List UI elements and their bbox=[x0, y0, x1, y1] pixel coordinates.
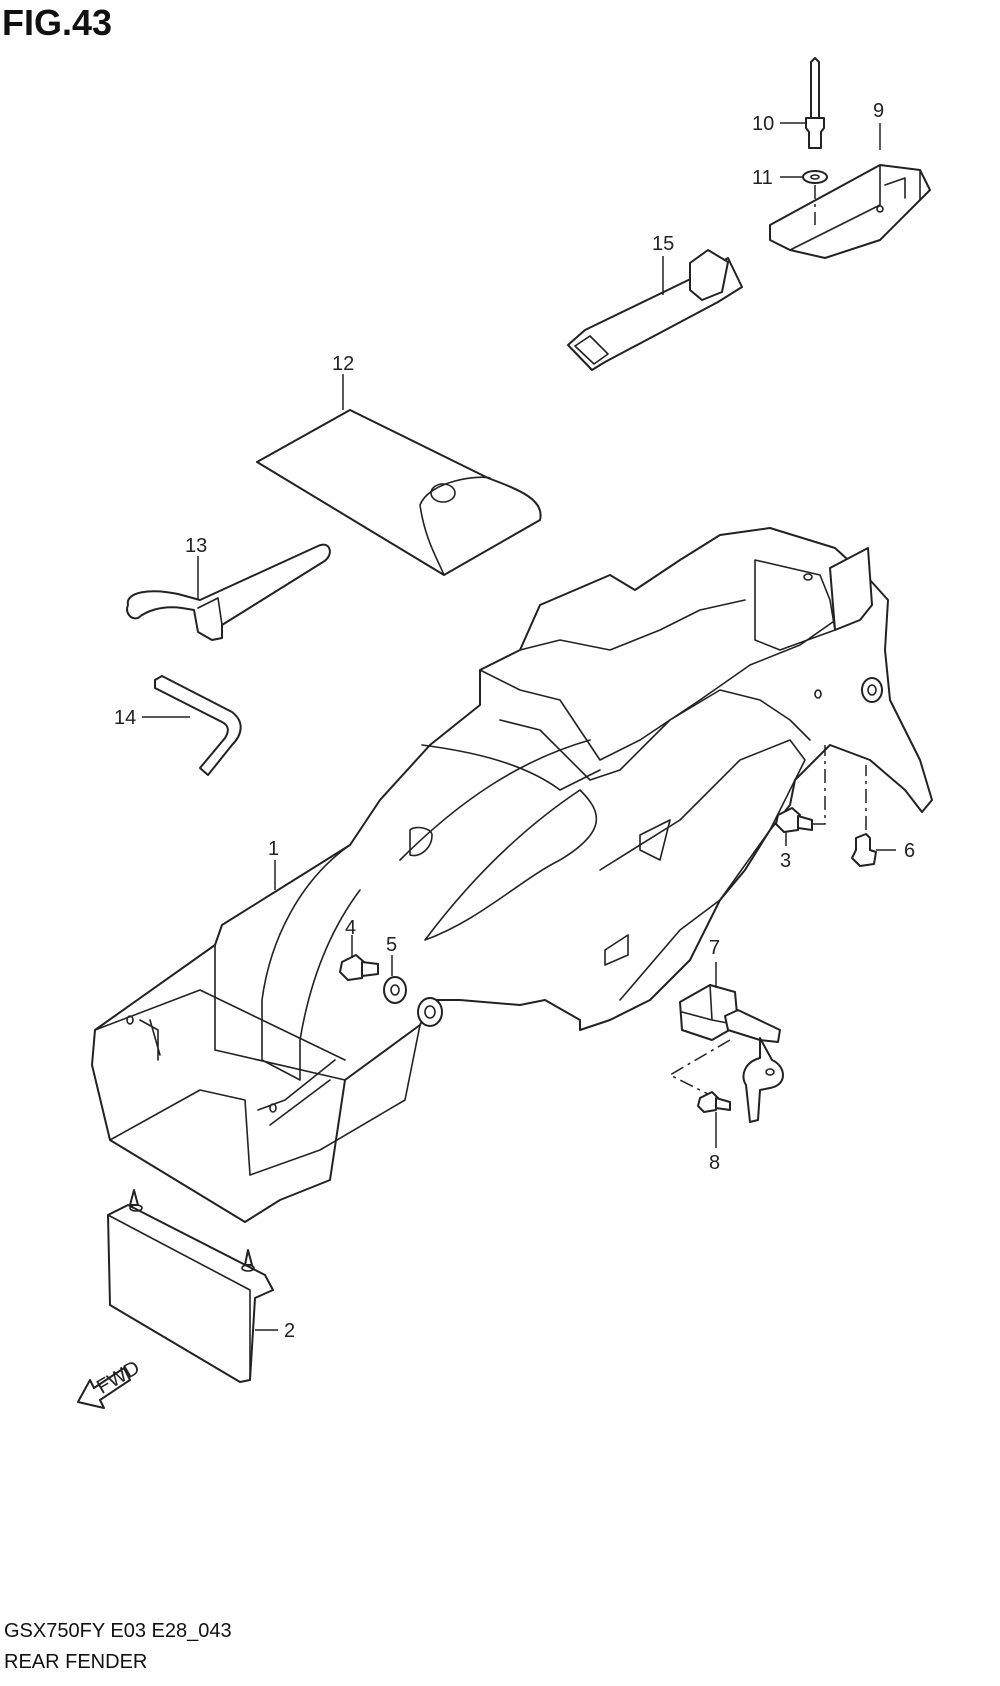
part-6-bolt bbox=[851, 765, 877, 867]
part-13-spanner bbox=[126, 543, 331, 641]
fwd-arrow-icon: FWD bbox=[77, 1357, 144, 1409]
part-15-strap bbox=[567, 249, 743, 371]
part-10-pin bbox=[805, 57, 825, 149]
callout-3: 3 bbox=[780, 850, 791, 872]
leader-lines bbox=[142, 122, 896, 1331]
callout-8: 8 bbox=[709, 1152, 720, 1174]
fwd-label: FWD bbox=[93, 1357, 143, 1399]
part-3-bolt bbox=[775, 745, 826, 833]
part-4-bolt bbox=[339, 954, 379, 981]
part-5-grommet bbox=[383, 976, 407, 1004]
callout-5: 5 bbox=[386, 934, 397, 956]
callout-11: 11 bbox=[752, 167, 773, 189]
part-14-hex-key bbox=[154, 675, 242, 776]
model-code: GSX750FY E03 E28_043 bbox=[4, 1620, 232, 1642]
part-12-tool-bag bbox=[256, 409, 542, 576]
part-7-seat-lock bbox=[668, 984, 784, 1123]
part-2-plate bbox=[107, 1189, 274, 1383]
section-name: REAR FENDER bbox=[4, 1651, 148, 1673]
callout-6: 6 bbox=[904, 840, 915, 862]
figure-title: FIG.43 bbox=[2, 2, 113, 43]
callout-13: 13 bbox=[185, 535, 207, 557]
callout-2: 2 bbox=[284, 1320, 295, 1342]
callout-1: 1 bbox=[268, 838, 279, 860]
callout-numbers: 1 2 3 4 5 6 7 8 9 10 11 12 15 13 14 bbox=[114, 100, 915, 1342]
callout-9: 9 bbox=[873, 100, 884, 122]
callout-7: 7 bbox=[709, 937, 720, 959]
callout-15: 15 bbox=[652, 233, 674, 255]
part-1-rear-fender bbox=[91, 527, 933, 1223]
part-8-screw bbox=[697, 1091, 731, 1113]
part-9-bracket bbox=[769, 164, 931, 259]
callout-14: 14 bbox=[114, 707, 136, 729]
callout-4: 4 bbox=[345, 917, 356, 939]
callout-12: 12 bbox=[332, 353, 354, 375]
callout-10: 10 bbox=[752, 113, 774, 135]
